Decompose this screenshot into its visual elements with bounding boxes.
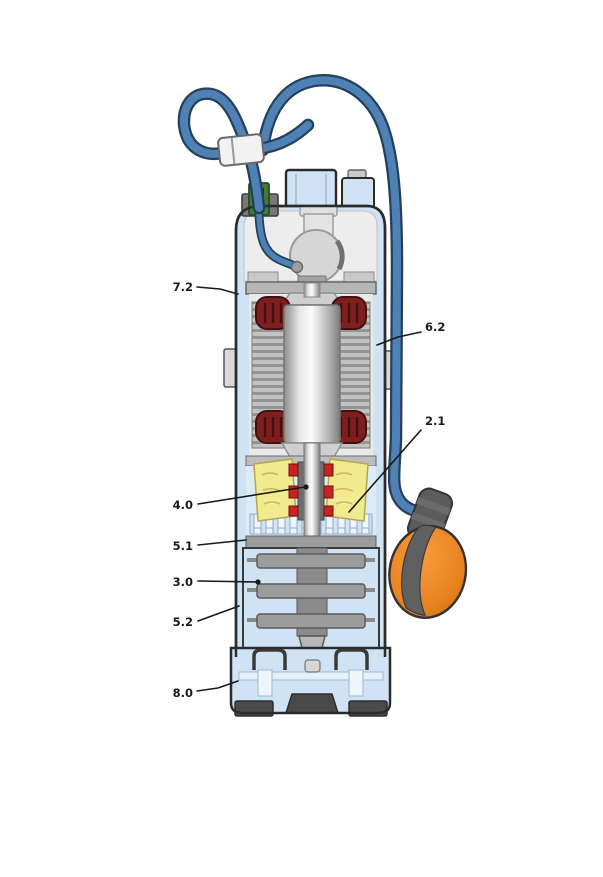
- motor-section: [249, 282, 373, 458]
- callout-label: 5.2: [173, 615, 193, 629]
- stage-plate: [245, 535, 377, 549]
- callouts: 7.2 6.2 2.1 4.0 5.1 3.0 5.2: [173, 280, 446, 700]
- callout-6-2: 6.2: [376, 320, 445, 346]
- foot-center: [284, 693, 340, 714]
- impeller-stack: [242, 535, 380, 664]
- callout-label: 8.0: [173, 686, 193, 700]
- impellers: [247, 553, 375, 629]
- callout-4-0: 4.0: [173, 484, 309, 512]
- callout-label: 5.1: [173, 539, 193, 553]
- callout-3-0: 3.0: [173, 575, 261, 589]
- callout-8-0: 8.0: [173, 680, 239, 700]
- float-switch: [388, 487, 468, 619]
- callout-label: 2.1: [425, 414, 445, 428]
- callout-label: 4.0: [173, 498, 193, 512]
- lift-eyelet-bolt: [347, 169, 367, 179]
- hose-fitting: [217, 133, 265, 167]
- pump-body: [223, 168, 398, 717]
- pump-base: [229, 646, 392, 717]
- callout-7-2: 7.2: [173, 280, 239, 295]
- callout-5-2: 5.2: [173, 605, 240, 629]
- float-cable-loop: [259, 76, 426, 516]
- callout-2-1: 2.1: [348, 414, 445, 513]
- volute-chamber: [289, 229, 343, 283]
- internal-cable: [256, 211, 297, 269]
- cable-top-loop: [177, 87, 315, 215]
- callout-label: 6.2: [425, 320, 445, 334]
- rotor: [283, 304, 341, 444]
- casing-boss: [341, 177, 375, 209]
- callout-label: 7.2: [173, 280, 193, 294]
- mechanical-seal-red: [288, 463, 334, 517]
- winding-heads: [255, 296, 367, 444]
- power-cable: [256, 74, 429, 519]
- float-strap-band: [401, 524, 437, 616]
- callout-label: 3.0: [173, 575, 193, 589]
- seal-chamber: [246, 442, 376, 556]
- callout-5-1: 5.1: [173, 539, 247, 553]
